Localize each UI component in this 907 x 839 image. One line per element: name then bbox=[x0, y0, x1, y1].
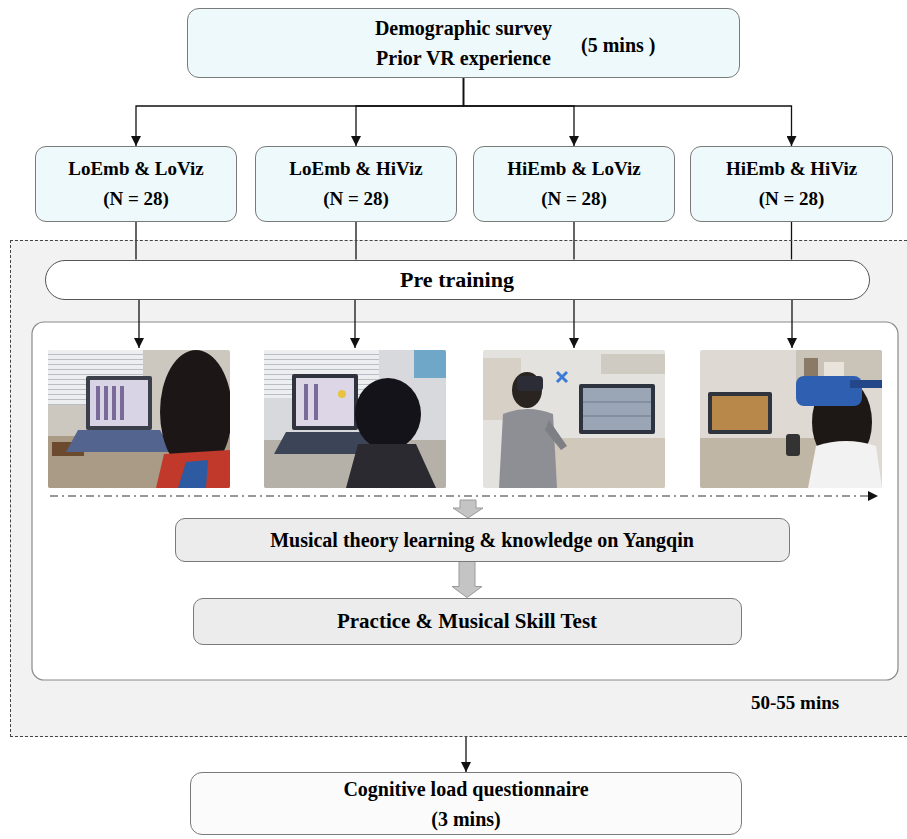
photo-laptop-learner bbox=[292, 374, 358, 430]
condition-box: LoEmb & HiViz(N = 28) bbox=[255, 146, 457, 222]
photo-vr-learner bbox=[499, 409, 557, 488]
photo-vr-learner bbox=[545, 420, 567, 450]
photo-vr-learner bbox=[583, 402, 651, 403]
photo-laptop-learner bbox=[86, 376, 152, 430]
node-label: Pre training bbox=[400, 267, 514, 293]
node-label: HiEmb & HiViz bbox=[726, 154, 857, 184]
sequence-arrow bbox=[50, 495, 878, 496]
photo-laptop-learner bbox=[48, 350, 230, 488]
photo-laptop-learner bbox=[120, 386, 124, 420]
photo-vr-learner bbox=[483, 350, 665, 488]
block-arrow bbox=[453, 500, 483, 518]
photo-vr-learner bbox=[512, 372, 542, 408]
photo-laptop-learner bbox=[296, 378, 354, 426]
process-box: Practice & Musical Skill Test bbox=[193, 598, 742, 645]
photo-laptop-learner bbox=[314, 384, 318, 420]
node-label: (N = 28) bbox=[759, 184, 825, 214]
photo-vr-learner bbox=[557, 372, 567, 382]
photo-laptop-learner bbox=[304, 384, 308, 420]
duration-label: 50-55 mins bbox=[751, 691, 839, 715]
survey-box: Demographic surveyPrior VR experience (5 … bbox=[187, 8, 740, 78]
photo-vr-learner bbox=[517, 376, 543, 391]
photo-laptop-learner bbox=[104, 386, 108, 420]
questionnaire-box: Cognitive load questionnaire(3 mins) bbox=[190, 772, 742, 835]
node-label: (N = 28) bbox=[323, 184, 389, 214]
duration-label: (5 mins ) bbox=[581, 30, 655, 60]
photo-laptop-learner bbox=[414, 350, 446, 378]
photo-vr-learner bbox=[483, 350, 665, 488]
node-label: Cognitive load questionnaire bbox=[343, 774, 588, 804]
flow-arrow bbox=[791, 300, 792, 348]
condition-box: LoEmb & LoViz(N = 28) bbox=[35, 146, 237, 222]
flow-arrow bbox=[354, 300, 355, 348]
photo-vr-learner bbox=[579, 384, 655, 434]
photo-vr-learner bbox=[786, 434, 800, 456]
photo-laptop-learner bbox=[112, 386, 116, 420]
node-label: Demographic survey bbox=[375, 13, 552, 43]
node-label: (N = 28) bbox=[103, 184, 169, 214]
condition-box: HiEmb & LoViz(N = 28) bbox=[473, 146, 675, 222]
photo-vr-learner bbox=[583, 388, 651, 430]
node-label: (3 mins) bbox=[431, 804, 500, 834]
node-label: Prior VR experience bbox=[376, 43, 551, 73]
photo-laptop-learner bbox=[264, 350, 446, 488]
node-label: HiEmb & LoViz bbox=[507, 154, 640, 184]
flow-connector bbox=[136, 78, 464, 146]
photo-vr-learner bbox=[708, 392, 772, 434]
block-arrow bbox=[452, 562, 482, 598]
photo-vr-learner bbox=[700, 350, 882, 488]
node-label: Practice & Musical Skill Test bbox=[337, 608, 597, 634]
flow-connector bbox=[464, 78, 575, 146]
photo-vr-learner bbox=[700, 438, 820, 488]
flow-connector bbox=[464, 78, 792, 146]
photo-laptop-learner bbox=[355, 378, 421, 450]
photo-laptop-learner bbox=[264, 350, 446, 488]
session-region: Pre trainingMusical theory learning & kn… bbox=[10, 240, 907, 737]
process-box: Musical theory learning & knowledge on Y… bbox=[175, 518, 790, 562]
photo-laptop-learner bbox=[66, 430, 172, 452]
flow-arrow bbox=[573, 300, 574, 348]
photo-vr-learner bbox=[700, 350, 882, 488]
session-region-fill bbox=[10, 240, 907, 737]
flow-connector bbox=[465, 737, 466, 772]
photo-vr-learner bbox=[601, 354, 665, 374]
node-label: LoEmb & LoViz bbox=[68, 154, 203, 184]
photo-vr-learner bbox=[583, 416, 651, 417]
node-label: Musical theory learning & knowledge on Y… bbox=[270, 528, 694, 552]
phase-pill: Pre training bbox=[45, 260, 870, 300]
photo-laptop-learner bbox=[96, 386, 100, 420]
photo-laptop-learner bbox=[346, 444, 436, 488]
flow-connector bbox=[356, 78, 464, 146]
condition-box: HiEmb & HiViz(N = 28) bbox=[690, 146, 893, 222]
training-panel bbox=[32, 322, 898, 680]
photo-vr-learner bbox=[850, 380, 882, 388]
photo-laptop-learner bbox=[178, 460, 208, 488]
photo-laptop-learner bbox=[338, 390, 346, 398]
photo-laptop-learner bbox=[90, 380, 148, 426]
node-label: (N = 28) bbox=[541, 184, 607, 214]
node-label: LoEmb & HiViz bbox=[289, 154, 422, 184]
photo-vr-learner bbox=[808, 441, 882, 488]
flow-arrow bbox=[138, 300, 139, 348]
photo-laptop-learner bbox=[156, 450, 230, 488]
photo-vr-learner bbox=[712, 396, 768, 430]
